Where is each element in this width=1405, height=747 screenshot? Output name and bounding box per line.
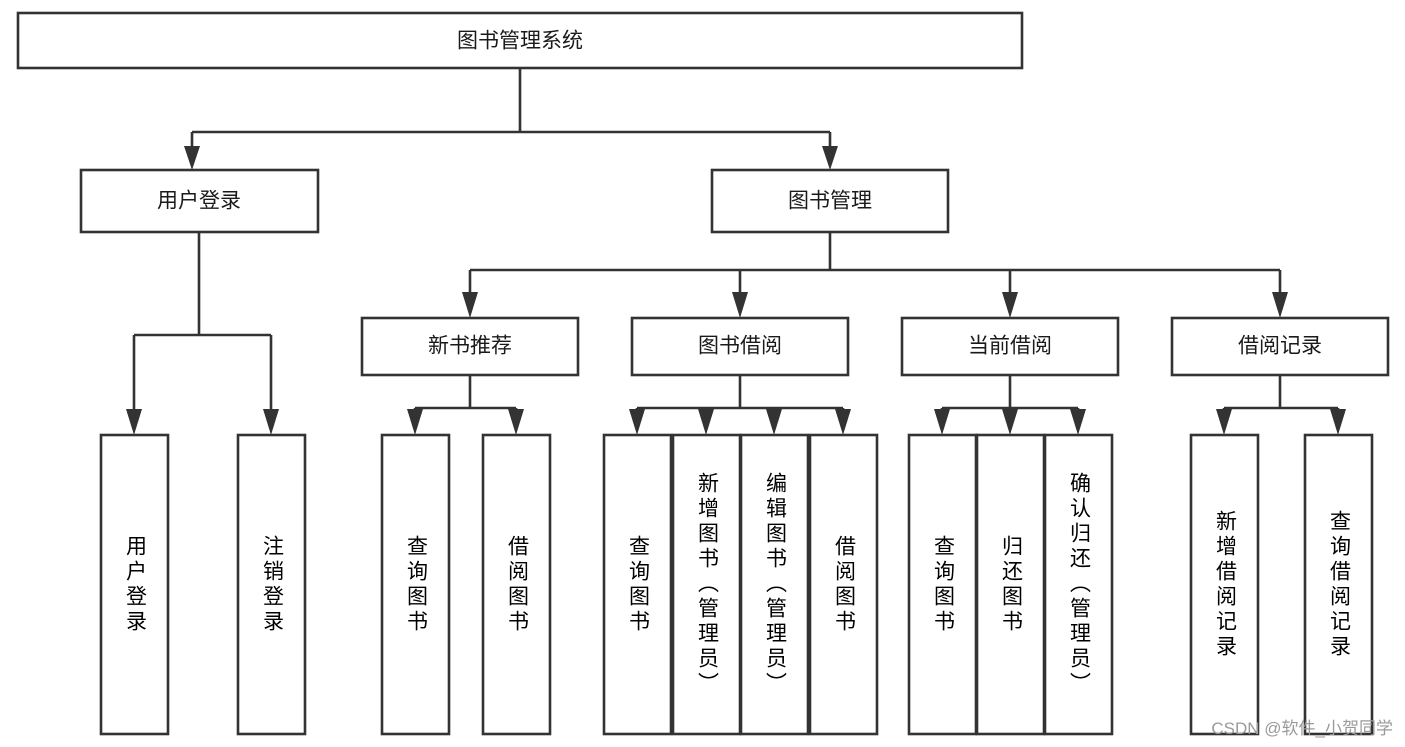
leaf-return-book-box[interactable]	[975, 433, 1046, 736]
node-book-manage[interactable]: 图书管理	[710, 168, 950, 234]
node-new-book-rec[interactable]: 新书推荐	[360, 316, 580, 377]
leaf-edit-book[interactable]: 编辑图书（管理员）	[739, 433, 810, 736]
node-new-book-rec-label: 新书推荐	[428, 335, 512, 358]
leaf-user-logout-label: 注销登录	[260, 534, 284, 635]
leaf-borrow-book-2-label: 借阅图书	[832, 534, 856, 635]
leaf-query-record[interactable]: 查询借阅记录	[1303, 433, 1374, 736]
arrowhead-currentborrow	[1002, 292, 1018, 318]
leaf-confirm-return-label: 确认归还（管理员）	[1067, 472, 1091, 697]
arrowhead-leaf-user-logout	[263, 409, 279, 435]
arrowhead-leaf-return-book	[1002, 409, 1018, 435]
node-book-borrow-box[interactable]	[630, 316, 850, 377]
arrowhead-leaf-edit-book	[766, 409, 782, 435]
leaf-query-book-3[interactable]: 查询图书	[907, 433, 978, 736]
leaf-add-book[interactable]: 新增图书（管理员）	[671, 433, 742, 736]
node-user-login-label: 用户登录	[157, 190, 241, 213]
leaf-query-book-2-box[interactable]	[602, 433, 673, 736]
node-user-login-box[interactable]	[79, 168, 320, 234]
leaf-add-book-label: 新增图书（管理员）	[695, 472, 719, 697]
node-new-book-rec-box[interactable]	[360, 316, 580, 377]
leaf-query-book-3-box[interactable]	[907, 433, 978, 736]
arrowhead-leaf-confirm-return	[1070, 409, 1086, 435]
arrowhead-leaf-add-book	[698, 409, 714, 435]
node-borrow-record[interactable]: 借阅记录	[1170, 316, 1390, 377]
leaf-query-record-label: 查询借阅记录	[1327, 509, 1351, 660]
leaf-user-login[interactable]: 用户登录	[99, 433, 170, 736]
node-book-manage-box[interactable]	[710, 168, 950, 234]
arrowhead-leaf-query-book-2	[629, 409, 645, 435]
arrowhead-leaf-query-book-3	[934, 409, 950, 435]
node-borrow-record-label: 借阅记录	[1238, 335, 1322, 358]
leaf-query-book-2[interactable]: 查询图书	[602, 433, 673, 736]
arrowhead-leaf-borrow-book-1	[508, 409, 524, 435]
node-borrow-record-box[interactable]	[1170, 316, 1390, 377]
arrowhead-bookborrow	[732, 292, 748, 318]
leaf-borrow-book-1-label: 借阅图书	[505, 534, 529, 635]
leaf-user-logout-box[interactable]	[236, 433, 307, 736]
leaf-user-logout[interactable]: 注销登录	[236, 433, 307, 736]
leaf-query-book-1[interactable]: 查询图书	[380, 433, 451, 736]
connector-layer	[126, 68, 1346, 435]
node-current-borrow-box[interactable]	[900, 316, 1120, 377]
leaf-query-book-2-label: 查询图书	[626, 534, 650, 635]
leaf-add-record[interactable]: 新增借阅记录	[1189, 433, 1260, 736]
arrowhead-leaf-borrow-book-2	[835, 409, 851, 435]
node-root-box[interactable]	[16, 11, 1024, 70]
leaf-query-book-1-box[interactable]	[380, 433, 451, 736]
node-book-borrow[interactable]: 图书借阅	[630, 316, 850, 377]
leaf-user-login-label: 用户登录	[123, 534, 147, 635]
arrowhead-borrowrecord	[1272, 292, 1288, 318]
arrowhead-leaf-user-login	[126, 409, 142, 435]
leaf-edit-book-box[interactable]	[739, 433, 810, 736]
leaf-add-record-label: 新增借阅记录	[1213, 509, 1237, 660]
arrowhead-user-login	[184, 146, 200, 170]
leaf-query-book-1-label: 查询图书	[404, 534, 428, 635]
leaf-borrow-book-1-box[interactable]	[481, 433, 552, 736]
arrowhead-leaf-query-record	[1330, 409, 1346, 435]
leaf-add-book-box[interactable]	[671, 433, 742, 736]
arrowhead-book-manage	[822, 146, 838, 170]
node-user-login[interactable]: 用户登录	[79, 168, 320, 234]
leaf-borrow-book-2[interactable]: 借阅图书	[808, 433, 879, 736]
leaf-borrow-book-1[interactable]: 借阅图书	[481, 433, 552, 736]
leaf-add-record-box[interactable]	[1189, 433, 1260, 736]
node-root-label: 图书管理系统	[457, 30, 583, 53]
node-current-borrow-label: 当前借阅	[968, 335, 1052, 358]
leaf-return-book-label: 归还图书	[999, 534, 1023, 635]
leaf-query-book-3-label: 查询图书	[931, 534, 955, 635]
leaf-user-login-box[interactable]	[99, 433, 170, 736]
leaf-edit-book-label: 编辑图书（管理员）	[763, 472, 787, 697]
leaf-borrow-book-2-box[interactable]	[808, 433, 879, 736]
leaf-confirm-return-box[interactable]	[1043, 433, 1114, 736]
node-root[interactable]: 图书管理系统	[16, 11, 1024, 70]
arrowhead-newbook	[462, 292, 478, 318]
node-book-borrow-label: 图书借阅	[698, 335, 782, 358]
arrowhead-leaf-add-record	[1216, 409, 1232, 435]
leaf-confirm-return[interactable]: 确认归还（管理员）	[1043, 433, 1114, 736]
node-current-borrow[interactable]: 当前借阅	[900, 316, 1120, 377]
arrowhead-leaf-query-book-1	[407, 409, 423, 435]
leaf-return-book[interactable]: 归还图书	[975, 433, 1046, 736]
node-book-manage-label: 图书管理	[788, 190, 872, 213]
leaf-query-record-box[interactable]	[1303, 433, 1374, 736]
